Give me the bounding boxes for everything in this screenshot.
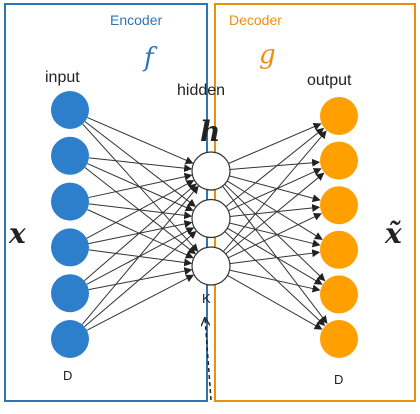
decoder-edge — [227, 213, 322, 259]
encoder-edge — [88, 172, 193, 199]
output-node — [320, 320, 358, 358]
decoder-edge — [222, 130, 327, 252]
output-node — [320, 97, 358, 135]
decoder-edge — [229, 269, 321, 293]
encoder-edge — [88, 157, 193, 173]
encoder-box — [4, 3, 208, 402]
input-node — [51, 274, 89, 313]
output-node — [320, 186, 358, 225]
input-size-label: D — [63, 368, 72, 383]
decoder-edge — [226, 180, 323, 240]
connection-edges — [81, 117, 328, 331]
output-node — [320, 141, 358, 180]
decoder-edge — [225, 172, 325, 255]
encoder-edge — [87, 163, 194, 212]
output-symbol: x̃ — [384, 217, 402, 250]
decoder-box — [214, 3, 416, 402]
encoder-edge — [86, 180, 195, 239]
hidden-node — [191, 246, 231, 286]
output-size-label: D — [334, 372, 343, 387]
hidden-node — [191, 198, 231, 239]
decoder-edge — [228, 168, 322, 212]
decoder-edge — [228, 122, 322, 164]
output-node — [320, 275, 358, 314]
network-nodes — [51, 91, 358, 358]
encoder-edge — [87, 117, 194, 164]
encoder-edge — [82, 123, 199, 252]
decoder-edge — [229, 222, 321, 248]
input-symbol: x — [8, 217, 26, 250]
input-node — [51, 91, 89, 129]
output-node — [320, 230, 358, 269]
decoder-edge — [227, 274, 323, 330]
decoder-edge — [225, 127, 325, 208]
decoder-symbol: g — [259, 40, 276, 70]
decoder-edge — [229, 158, 321, 170]
decoder-edge — [224, 183, 326, 282]
decoder-edge — [229, 204, 321, 218]
decoder-edge — [227, 227, 323, 285]
hidden-symbol: h — [200, 115, 220, 148]
input-node — [51, 182, 89, 221]
hidden-size-label: K — [202, 291, 211, 306]
input-node — [51, 228, 89, 267]
encoder-symbol: f — [142, 43, 158, 73]
encoder-edge — [84, 167, 197, 255]
encoder-edge — [87, 209, 194, 259]
input-node — [51, 320, 89, 358]
encoder-label: Encoder — [110, 12, 162, 28]
decoder-label: Decoder — [229, 12, 282, 28]
hidden-node — [191, 151, 231, 191]
encoder-edge — [84, 121, 196, 207]
decoder-edge — [224, 231, 326, 326]
input-layer-label: input — [45, 69, 80, 86]
decoder-edge — [229, 249, 321, 265]
encoder-edge — [81, 185, 199, 325]
encoder-edge — [86, 274, 195, 331]
encoder-edge — [84, 230, 197, 328]
input-node — [51, 136, 89, 175]
output-layer-label: output — [307, 72, 352, 89]
decoder-edge — [222, 185, 328, 324]
decoder-edge — [229, 175, 321, 203]
encoder-edge — [84, 183, 197, 282]
hidden-layer-label: hidden — [177, 82, 225, 99]
